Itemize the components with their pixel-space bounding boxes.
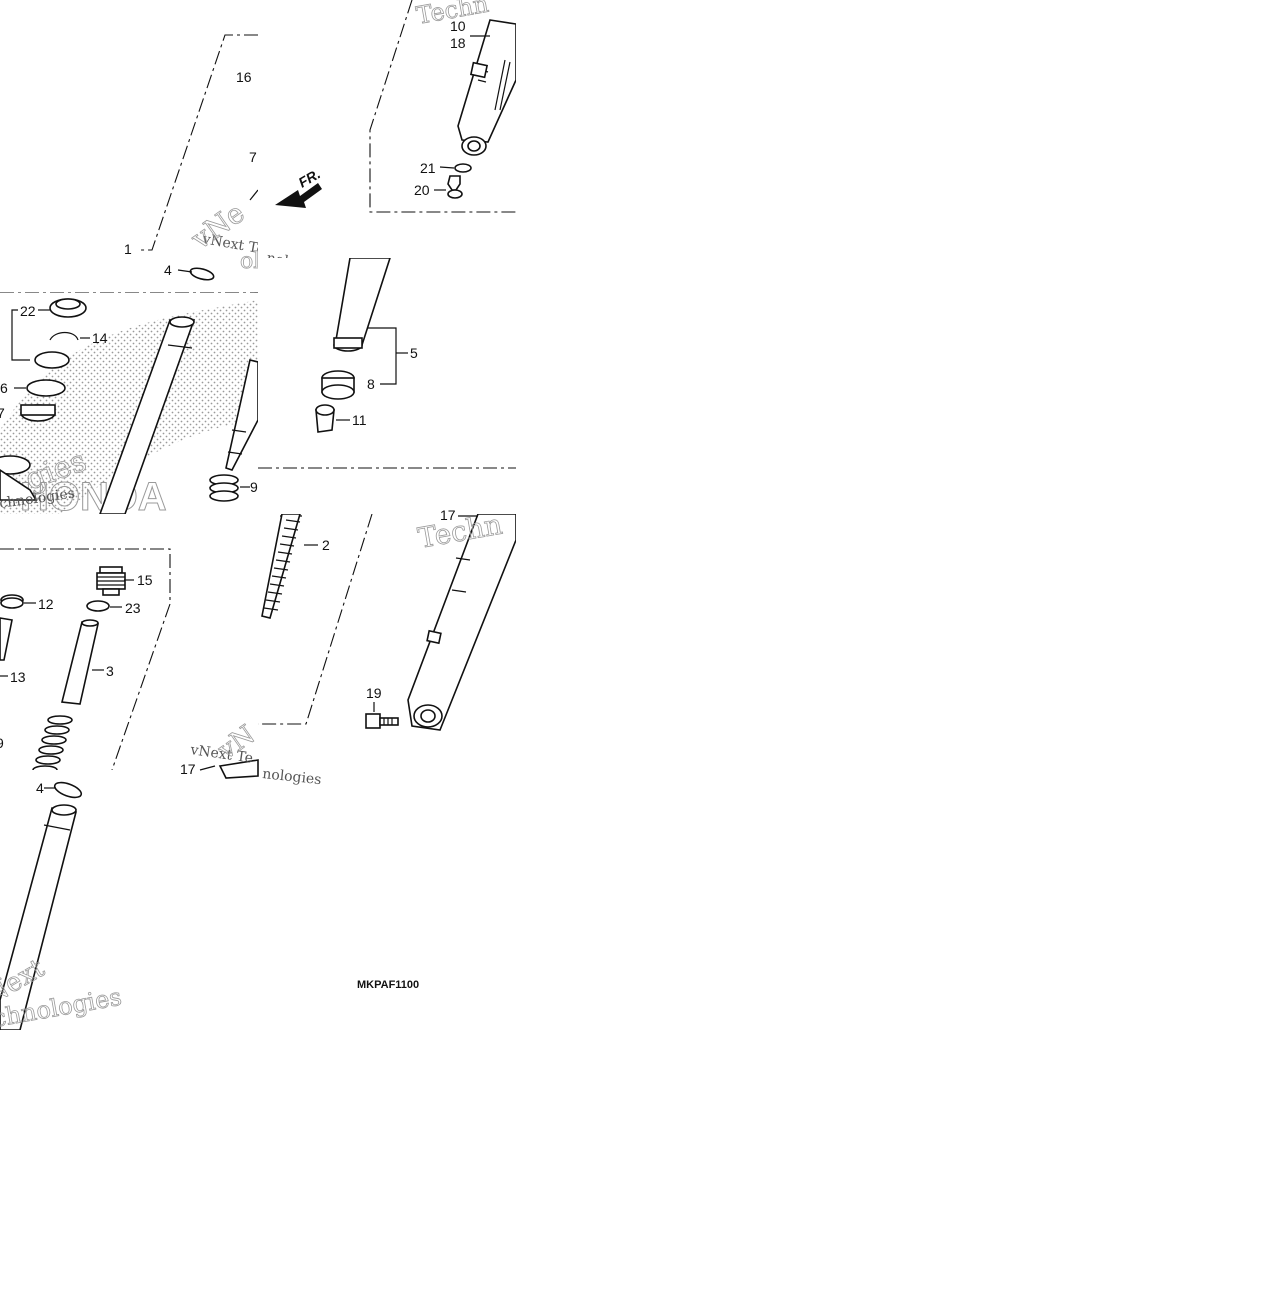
- callout-20: 20: [414, 182, 430, 198]
- callout-10: 10: [450, 18, 466, 34]
- fork-slider-part: [407, 514, 516, 731]
- socket-bolt-part: [365, 713, 399, 729]
- assembly-bracket-line: [0, 548, 171, 770]
- spacer-pipe-part: [0, 617, 13, 661]
- fork-collar-part: [61, 621, 99, 705]
- diagram-code: MKPAF1100: [357, 979, 419, 991]
- tile-bottom-left-edge: vNext Te vN: [188, 719, 261, 779]
- honda-logo-text: HONDA: [20, 475, 167, 519]
- o-ring-part: [189, 267, 215, 281]
- callout-13: 13: [10, 669, 26, 685]
- callout-labels: 16 7 1 4 10 18 21 20 22 14 6 7 5 8 11 9 …: [0, 18, 466, 796]
- callout-4: 4: [164, 262, 172, 278]
- callout-17: 17: [440, 507, 456, 523]
- o-ring-part: [53, 781, 83, 799]
- damper-rod-part: [225, 359, 258, 471]
- stopper-ring-part: [49, 331, 79, 341]
- watermark-outline: ol: [240, 249, 260, 274]
- tile-middle-left: HONDA chnologies gies: [0, 292, 258, 519]
- callout-22: 22: [20, 303, 36, 319]
- front-direction-arrow: [275, 183, 322, 208]
- callout-17: 17: [180, 761, 196, 777]
- assembly-bracket-line: [369, 0, 516, 213]
- callout-11: 11: [352, 412, 367, 428]
- callout-23: 23: [125, 600, 141, 616]
- o-ring-part: [86, 600, 110, 612]
- callout-14: 14: [92, 330, 108, 346]
- callout-21: 21: [420, 160, 436, 176]
- callout-8: 8: [367, 376, 375, 392]
- tile-bottom-right: Techn nologies: [258, 514, 516, 788]
- callout-4: 4: [36, 780, 44, 796]
- callout-9: 9: [250, 479, 258, 495]
- callout-7: 7: [249, 149, 257, 165]
- svg-text:nologies: nologies: [265, 250, 326, 276]
- callout-15: 15: [137, 572, 153, 588]
- tile-middle-right: [258, 258, 516, 469]
- callout-2: 2: [322, 537, 330, 553]
- tile-top-right: Techn FR. nologies: [265, 0, 516, 276]
- fork-pipe-lower-part: [335, 258, 391, 346]
- back-up-ring-part: [26, 379, 66, 397]
- washer-part: [454, 163, 472, 173]
- callout-3: 3: [106, 663, 114, 679]
- callout-18: 18: [450, 35, 466, 51]
- callout-7: 7: [0, 405, 5, 421]
- oil-seal-part: [34, 351, 70, 369]
- callout-19: 19: [366, 685, 382, 701]
- tile-bottom-strip: Next chnologies: [0, 781, 124, 1030]
- callout-1: 1: [124, 241, 132, 257]
- rebound-spring-part: [209, 474, 239, 502]
- drain-bolt-part: [447, 175, 461, 191]
- callout-6: 6: [0, 380, 8, 396]
- fork-slider-part: [457, 19, 516, 143]
- callout-9: 9: [0, 735, 4, 751]
- callout-12: 12: [38, 596, 54, 612]
- honda-wing-logo: [0, 300, 258, 514]
- fork-main-spring-part: [261, 514, 302, 619]
- spring-adjuster-part: [96, 566, 126, 596]
- assembly-bracket-line: [258, 514, 373, 725]
- tile-bottom-left: [0, 548, 171, 770]
- callout-5: 5: [410, 345, 418, 361]
- tile-top-left: vNext Te vNe ol: [140, 34, 260, 281]
- svg-text:nologies: nologies: [262, 766, 323, 788]
- fork-spring-part: [32, 715, 73, 770]
- callout-16: 16: [236, 69, 252, 85]
